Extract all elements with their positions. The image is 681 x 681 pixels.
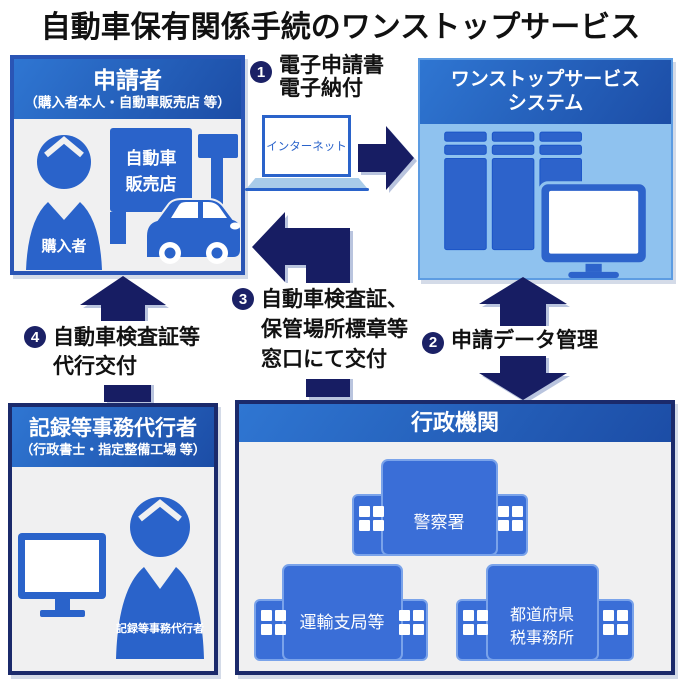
agent-person-icon: 記録等事務代行者 xyxy=(116,497,204,659)
police-station-building-icon: 警察署 xyxy=(352,459,528,556)
shop-sign-icon xyxy=(198,134,238,158)
government-box: 行政機関 警察署 xyxy=(235,400,675,675)
system-box-body xyxy=(420,124,671,278)
agent-person-label: 記録等事務代行者 xyxy=(116,621,204,635)
applicant-box: 申請者 （購入者本人・自動車販売店 等） 購入者 自動車 販売店 xyxy=(10,55,245,275)
agent-box: 記録等事務代行者 （行政書士・指定整備工場 等） 記録等事務代行者 xyxy=(8,403,218,675)
tax-office-label-line1: 都道府県 xyxy=(510,606,574,624)
applicant-title: 申請者 xyxy=(93,67,162,94)
agent-box-body: 記録等事務代行者 xyxy=(12,467,214,671)
agent-subtitle: （行政書士・指定整備工場 等） xyxy=(20,442,206,457)
step2-badge: 2 xyxy=(422,331,444,354)
government-title: 行政機関 xyxy=(410,410,499,436)
tax-office-label-line2: 税事務所 xyxy=(510,629,574,647)
laptop-icon: インターネット xyxy=(262,115,351,177)
buyer-person-icon: 購入者 xyxy=(26,135,102,270)
police-station-label: 警察署 xyxy=(414,513,465,532)
government-box-body: 警察署 運輸支局等 都道 xyxy=(239,442,671,671)
step4-label: 4 自動車検査証等 代行交付 xyxy=(24,321,206,385)
laptop-base-icon xyxy=(247,178,367,188)
applicant-box-body: 購入者 自動車 販売店 xyxy=(14,119,241,271)
system-title-line1: ワンストップサービス xyxy=(450,69,641,91)
internet-label: インターネット xyxy=(266,141,347,153)
arrow-down-icon xyxy=(479,355,567,400)
buyer-label: 購入者 xyxy=(40,237,86,255)
system-illustration xyxy=(444,131,649,278)
step3-label: 3 自動車検査証、 保管場所標章等 窓口にて交付 xyxy=(232,283,414,379)
car-icon xyxy=(145,198,241,264)
system-monitor-icon xyxy=(538,181,649,278)
transport-branch-building-icon: 運輸支局等 xyxy=(254,564,428,661)
shop-label-line1: 自動車 xyxy=(126,148,177,168)
arrow-up-icon xyxy=(80,276,166,332)
government-box-header: 行政機関 xyxy=(239,404,671,442)
page-title: 自動車保有関係手続のワンストップサービス xyxy=(40,11,641,44)
prefectural-tax-office-building-icon: 都道府県 税事務所 xyxy=(456,564,634,661)
agent-illustration: 記録等事務代行者 xyxy=(18,497,204,659)
step1-label: 電子申請書 電子納付 xyxy=(279,54,384,100)
applicant-illustration: 購入者 自動車 販売店 xyxy=(26,128,241,270)
step4-badge: 4 xyxy=(24,326,46,348)
transport-branch-label: 運輸支局等 xyxy=(300,613,385,632)
arrow-right-icon xyxy=(358,126,414,190)
system-box: ワンストップサービス システム xyxy=(418,58,673,280)
step3-badge: 3 xyxy=(232,288,254,310)
laptop-base-edge xyxy=(245,188,369,191)
applicant-box-header: 申請者 （購入者本人・自動車販売店 等） xyxy=(14,59,241,119)
step1-badge: 1 xyxy=(250,61,272,83)
applicant-subtitle: （購入者本人・自動車販売店 等） xyxy=(24,94,231,110)
step2-label: 2 申請データ管理 xyxy=(420,326,604,356)
agent-monitor-icon xyxy=(18,533,106,617)
government-illustration: 警察署 運輸支局等 都道 xyxy=(254,459,634,661)
agent-box-header: 記録等事務代行者 （行政書士・指定整備工場 等） xyxy=(12,407,214,467)
arrow-up-icon xyxy=(479,277,567,327)
system-title-line2: システム xyxy=(507,93,584,114)
agent-title: 記録等事務代行者 xyxy=(29,416,197,440)
system-box-header: ワンストップサービス システム xyxy=(420,60,671,124)
shop-label-line2: 販売店 xyxy=(126,174,177,194)
